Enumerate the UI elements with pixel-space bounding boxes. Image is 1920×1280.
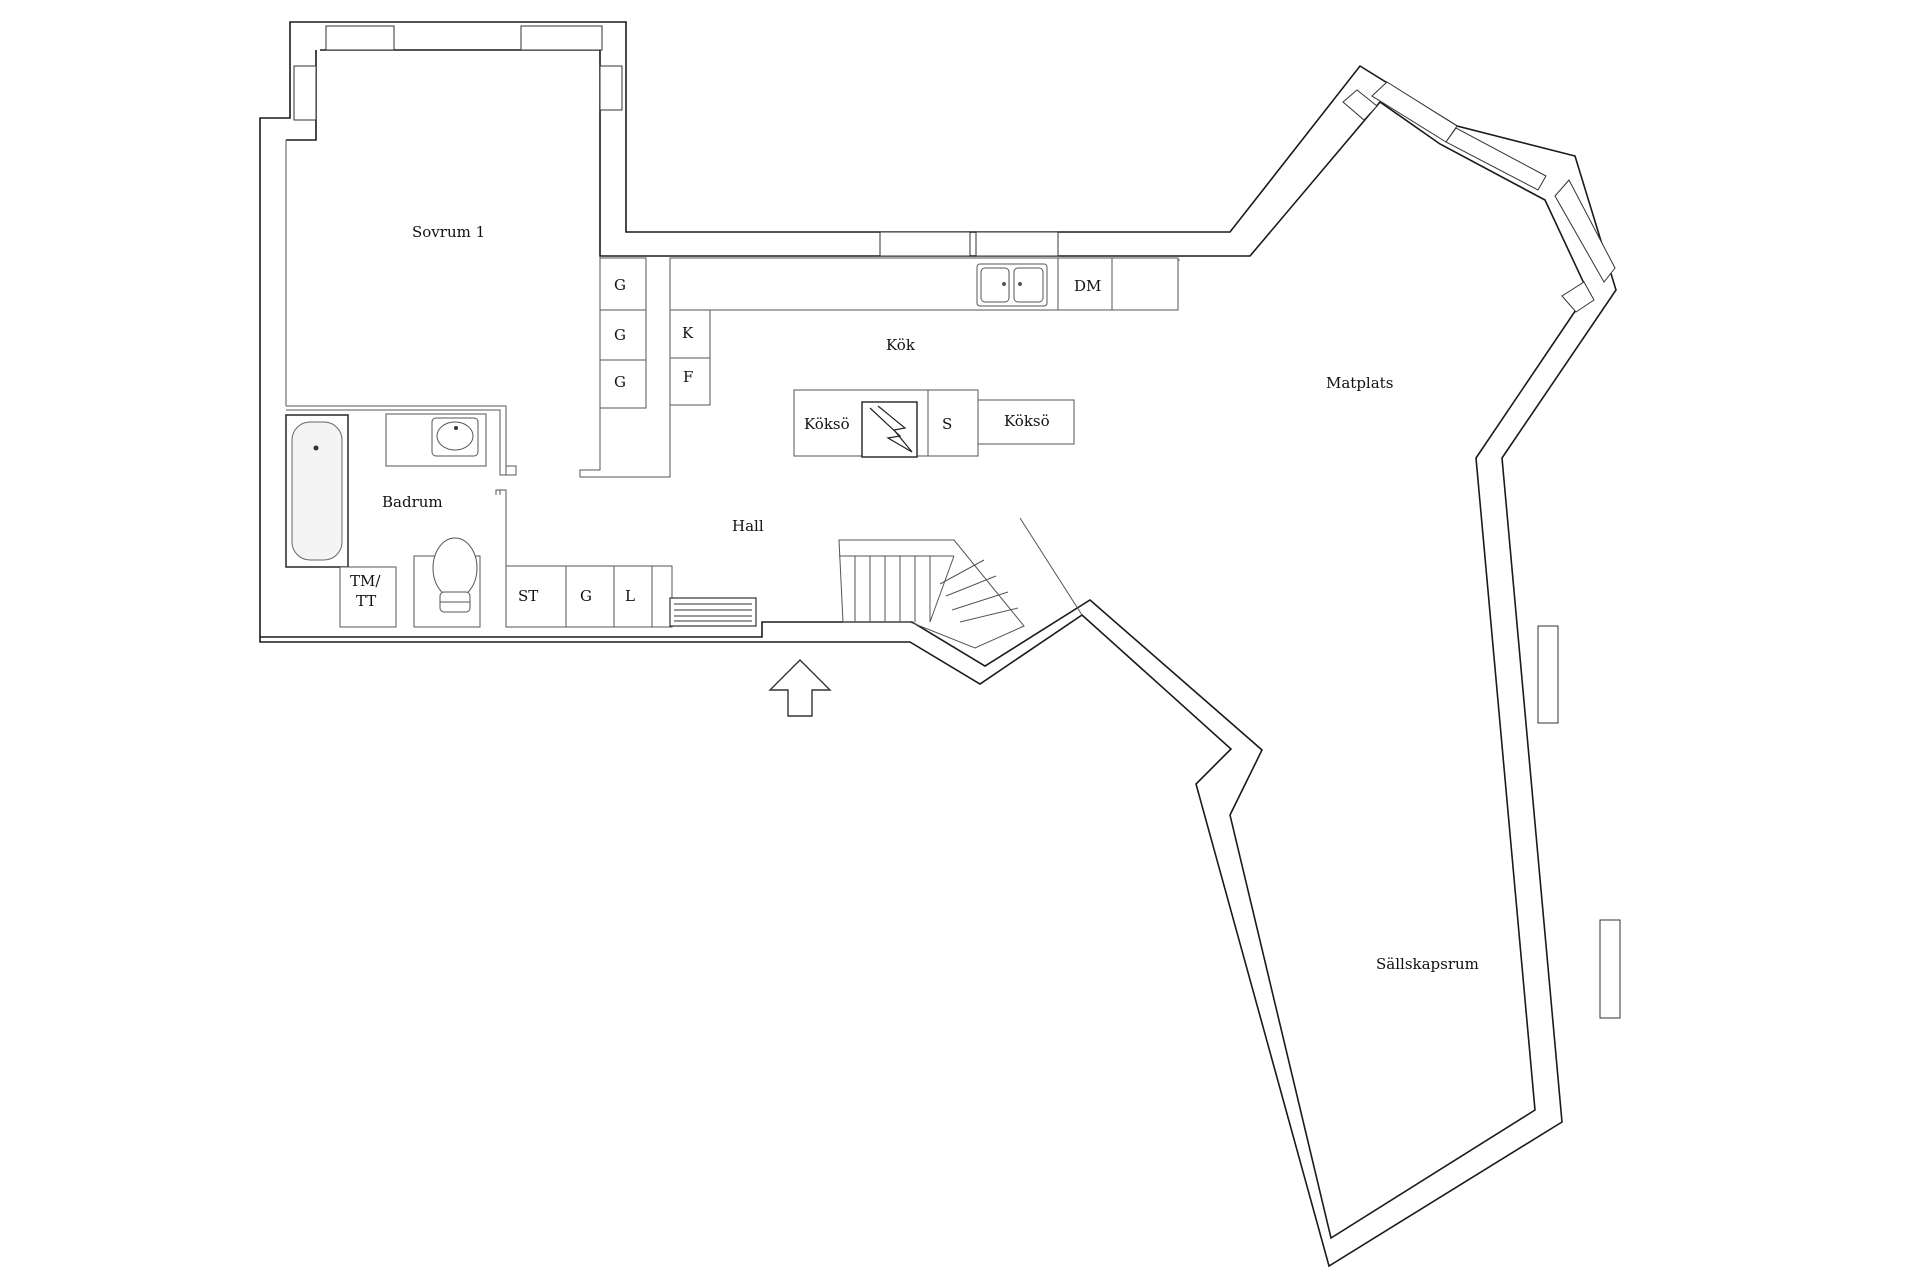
label-s: S (942, 415, 952, 433)
washbasin-icon (431, 417, 479, 457)
label-badrum: Badrum (382, 493, 443, 511)
label-tm: TM/ (350, 572, 381, 590)
label-f: F (683, 368, 693, 386)
label-g-1: G (614, 276, 626, 294)
label-st: ST (518, 587, 538, 605)
radiator-icon (669, 597, 757, 627)
label-g-4: G (580, 587, 592, 605)
label-l: L (625, 587, 635, 605)
label-matplats: Matplats (1326, 374, 1393, 392)
entrance-arrow-icon (768, 659, 832, 717)
wardrobes (599, 257, 711, 409)
kitchen-counter (669, 257, 1179, 311)
kitchen-sink-icon (976, 263, 1048, 307)
outer-walls (259, 21, 1617, 1268)
label-kokso-left: Köksö (804, 415, 850, 433)
label-dm: DM (1074, 277, 1101, 295)
bathroom (285, 413, 487, 628)
label-sallskapsrum: Sällskapsrum (1376, 955, 1479, 973)
hob-icon (861, 401, 918, 458)
fixture-labels: G G G K F DM Köksö S Köksö TM/ TT ST G L (350, 276, 1101, 610)
hall-storage (505, 565, 757, 628)
toilet-icon (432, 537, 478, 613)
label-k: K (682, 324, 694, 342)
windows (293, 25, 1621, 1019)
label-kokso-right: Köksö (1004, 412, 1050, 430)
label-tt: TT (356, 592, 376, 610)
kitchen-island (793, 389, 1075, 458)
label-sovrum-1: Sovrum 1 (412, 223, 485, 241)
label-kok: Kök (886, 336, 916, 354)
room-labels: Sovrum 1 Badrum Hall Kök Matplats Sällsk… (382, 223, 1479, 973)
label-hall: Hall (732, 517, 764, 535)
label-g-2: G (614, 326, 626, 344)
bathtub-icon (285, 414, 349, 568)
staircase-icon (838, 517, 1083, 649)
label-g-3: G (614, 373, 626, 391)
